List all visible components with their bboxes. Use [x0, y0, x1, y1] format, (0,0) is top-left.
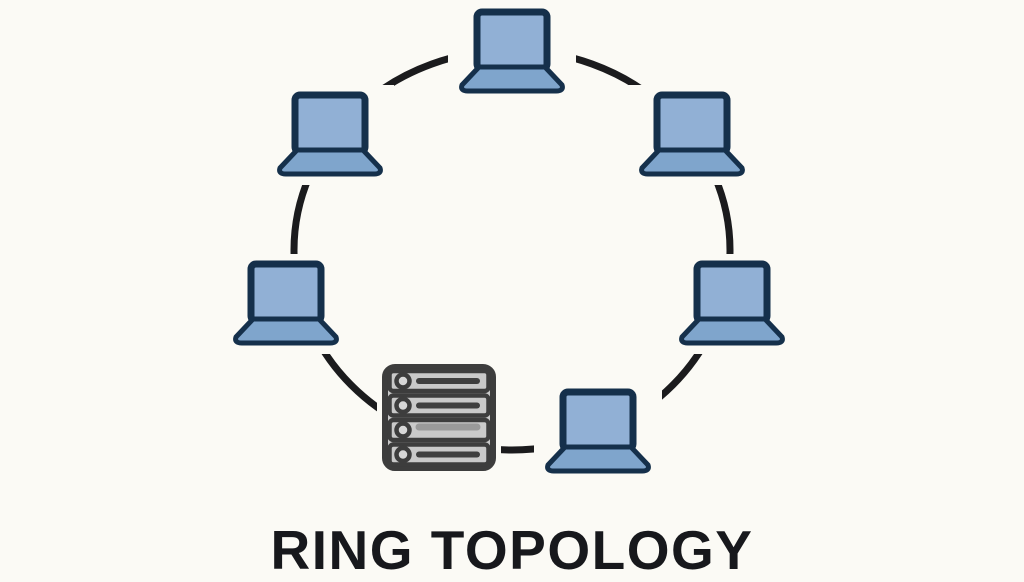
laptop-node-top — [462, 12, 563, 91]
server-led — [394, 396, 412, 415]
server-node-bottom-left — [382, 364, 496, 471]
server-led — [394, 445, 412, 464]
diagram-title: RING TOPOLOGY — [270, 519, 754, 581]
laptop-node-top-left — [280, 95, 381, 174]
server-rack-unit — [387, 417, 491, 443]
server-rack-unit — [387, 368, 491, 394]
laptop-node-bottom-right — [548, 392, 649, 471]
server-led — [394, 421, 412, 439]
laptop-node-top-right — [642, 95, 743, 174]
server-rack-unit — [387, 393, 491, 418]
laptop-node-left — [236, 264, 337, 343]
laptop-node-right — [682, 264, 783, 343]
server-led — [394, 372, 412, 390]
server-rack-unit — [387, 442, 491, 467]
